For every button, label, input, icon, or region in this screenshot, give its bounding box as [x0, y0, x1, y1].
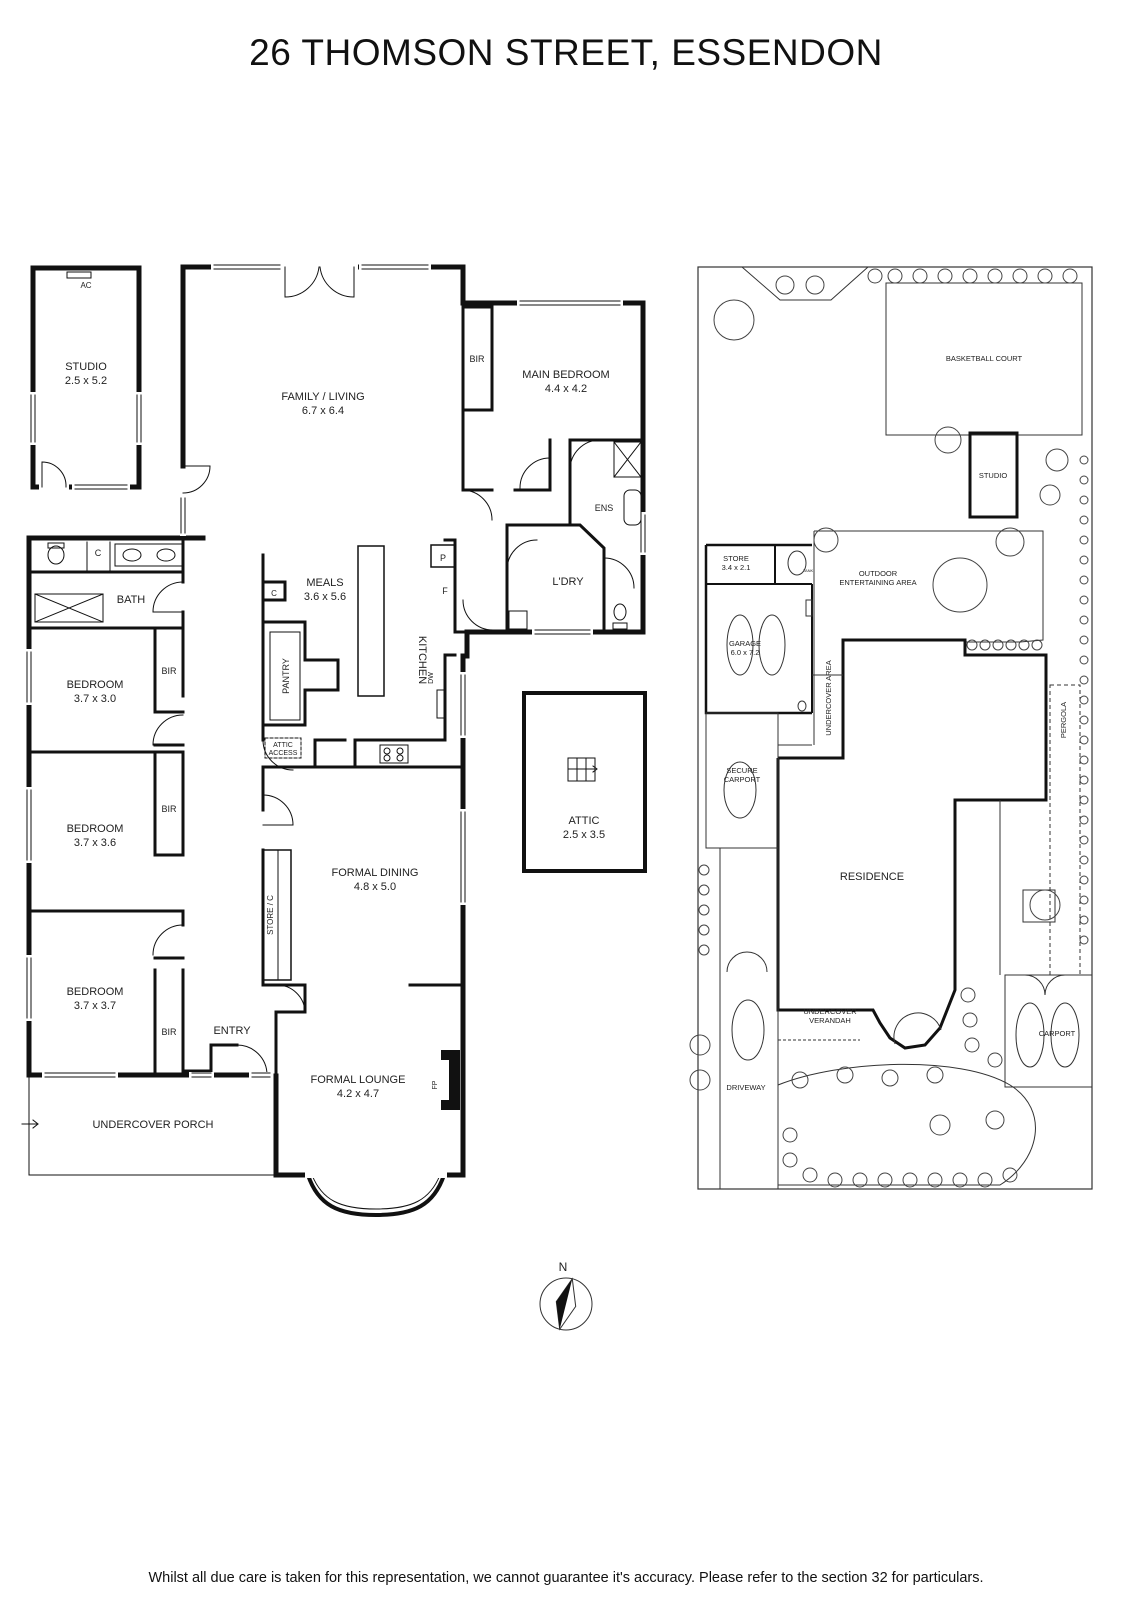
store-size: 3.4 x 2.1: [722, 563, 751, 572]
garage-name: GARAGE: [729, 639, 761, 648]
bedroom1-name: BEDROOM: [67, 679, 124, 691]
windows: [26, 264, 646, 1078]
site-labels: BASKETBALL COURT STUDIO STORE 3.4 x 2.1 …: [722, 354, 1076, 1092]
attic-size: 2.5 x 3.5: [563, 829, 605, 841]
undercover-porch: [21, 1077, 277, 1176]
bir2-label: BIR: [161, 804, 177, 814]
attic-space: [522, 691, 647, 873]
secure-carport-label-2: CARPORT: [724, 775, 761, 784]
bedroom1-size: 3.7 x 3.0: [74, 693, 116, 705]
store-name: STORE: [723, 554, 749, 563]
verandah-label-2: VERANDAH: [809, 1016, 851, 1025]
bedroom3-size: 3.7 x 3.7: [74, 1000, 116, 1012]
c-meals-label: C: [271, 589, 277, 598]
store-c-label: STORE / C: [266, 895, 275, 935]
bir-main-label: BIR: [469, 354, 485, 364]
c-bath-label: C: [95, 548, 102, 558]
verandah-label-1: UNDERCOVER: [803, 1007, 857, 1016]
north-label: N: [559, 1260, 568, 1274]
garage-size: 6.0 x 7.2: [731, 648, 760, 657]
main-bedroom-size: 4.4 x 4.2: [545, 383, 587, 395]
tank-label: TANK: [803, 568, 814, 573]
lounge-size: 4.2 x 4.7: [337, 1088, 379, 1100]
driveway-label: DRIVEWAY: [726, 1083, 765, 1092]
floor-plan: [21, 264, 647, 1218]
secure-carport-label-1: SECURE: [726, 766, 757, 775]
interior-walls: [27, 301, 645, 1218]
attic-name: ATTIC: [569, 815, 600, 827]
family-name: FAMILY / LIVING: [281, 391, 364, 403]
fp-label: FP: [432, 1080, 439, 1089]
studio-building: [30, 265, 142, 490]
residence-label: RESIDENCE: [840, 871, 904, 883]
house-outer-walls: [26, 264, 646, 1178]
ac-label: AC: [80, 281, 91, 290]
north-compass: N: [539, 1260, 593, 1331]
undercover-area-label: UNDERCOVER AREA: [824, 660, 833, 735]
main-bedroom-name: MAIN BEDROOM: [522, 369, 609, 381]
bedroom3-name: BEDROOM: [67, 986, 124, 998]
p-label: P: [440, 553, 446, 563]
site-plan: [697, 266, 1093, 1190]
carport-label: CARPORT: [1039, 1029, 1076, 1038]
family-size: 6.7 x 6.4: [302, 405, 344, 417]
floor-labels: AC STUDIO 2.5 x 5.2 FAMILY / LIVING 6.7 …: [65, 281, 613, 1131]
f-label: F: [442, 586, 448, 596]
porch-label: UNDERCOVER PORCH: [92, 1119, 213, 1131]
entry-label: ENTRY: [213, 1025, 251, 1037]
landscape-trees: [689, 268, 1089, 1188]
dining-name: FORMAL DINING: [332, 867, 419, 879]
bedroom2-name: BEDROOM: [67, 823, 124, 835]
basketball-court-label: BASKETBALL COURT: [946, 354, 1023, 363]
bir3-label: BIR: [161, 1027, 177, 1037]
doors: [182, 264, 358, 494]
kitchen-label: KITCHEN: [416, 636, 428, 684]
meals-size: 3.6 x 5.6: [304, 591, 346, 603]
meals-name: MEALS: [306, 577, 343, 589]
laundry-label: L'DRY: [552, 576, 584, 588]
ens-label: ENS: [595, 503, 614, 513]
plan-title: 26 THOMSON STREET, ESSENDON: [249, 32, 883, 73]
site-studio-label: STUDIO: [979, 471, 1008, 480]
bath-label: BATH: [117, 594, 146, 606]
bedroom2-size: 3.7 x 3.6: [74, 837, 116, 849]
attic-access-label-2: ACCESS: [269, 750, 298, 757]
studio-size: 2.5 x 5.2: [65, 375, 107, 387]
pergola-label: PERGOLA: [1059, 702, 1068, 738]
attic-access-label-1: ATTIC: [273, 742, 293, 749]
studio-name: STUDIO: [65, 361, 107, 373]
dining-size: 4.8 x 5.0: [354, 881, 396, 893]
disclaimer-text: Whilst all due care is taken for this re…: [148, 1570, 984, 1586]
lounge-name: FORMAL LOUNGE: [311, 1074, 406, 1086]
bir1-label: BIR: [161, 666, 177, 676]
outdoor-label-2: ENTERTAINING AREA: [839, 578, 916, 587]
pantry-label: PANTRY: [281, 658, 291, 694]
dw-label: DW: [428, 672, 435, 684]
outdoor-label-1: OUTDOOR: [859, 569, 898, 578]
